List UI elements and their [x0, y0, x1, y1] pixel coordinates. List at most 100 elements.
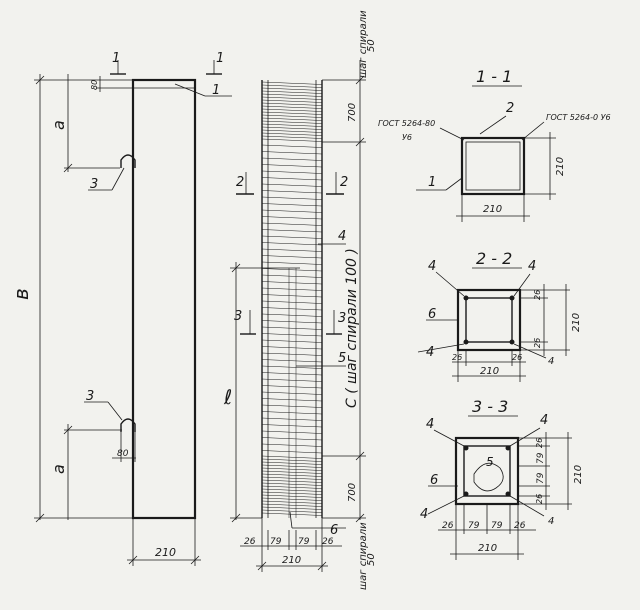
spiral-turn-bottom-8: [261, 479, 323, 483]
section-2-dim-26-bl: 26: [452, 353, 462, 362]
spiral-turn-bottom-2: [261, 461, 323, 465]
spiral-turn-bottom-19: [261, 512, 323, 516]
spiral-turn-bottom-3: [261, 464, 323, 468]
spiral-turn-middle-22: [261, 287, 323, 291]
section-3-dim-right-26a: 26: [535, 438, 544, 448]
spiral-turn-middle-19: [261, 268, 323, 272]
item-4-label: 4: [338, 229, 346, 244]
spiral-turn-bottom-17: [261, 506, 323, 510]
section-2-item-4-tr: 4: [528, 259, 536, 274]
column-elevation: в а 80 1 1 1 3 3 а: [9, 51, 232, 566]
top-a-label: а: [49, 120, 68, 130]
spiral-turn-bottom-16: [261, 503, 323, 507]
section-2-item-4-bl: 4: [426, 345, 434, 360]
spiral-turn-middle-42: [261, 417, 323, 421]
spiral-turn-middle-6: [261, 183, 323, 187]
spiral-turn-middle-18: [261, 261, 323, 265]
section-1-1: 1 - 1 ГОСТ 5264-80 У6 ГОСТ 5264-0 У6 2 1…: [378, 67, 611, 222]
bottom-dim-79b: 79: [298, 537, 310, 547]
spiral-turn-top-14: [261, 123, 323, 127]
spiral-turn-middle-15: [261, 242, 323, 246]
spiral-turn-middle-0: [261, 144, 323, 148]
section-1-title: 1 - 1: [476, 67, 512, 86]
spiral-turn-bottom-13: [261, 494, 323, 498]
cut-3-left-label: 3: [234, 309, 242, 324]
spiral-turn-top-8: [261, 105, 323, 109]
section-3-dim-bottom-79b: 79: [491, 521, 503, 531]
spiral-turn-middle-4: [261, 170, 323, 174]
spiral-turn-bottom-4: [261, 467, 323, 471]
lifting-loop-top: [120, 154, 136, 168]
length-l-label: ℓ: [223, 385, 232, 409]
spiral-turn-middle-46: [261, 443, 323, 447]
item-1-label: 1: [212, 83, 220, 98]
section-1-item-1: 1: [428, 175, 436, 190]
spiral-turn-middle-25: [261, 307, 323, 311]
spiral-turn-middle-34: [261, 365, 323, 369]
bottom-dim-79a: 79: [270, 537, 282, 547]
spiral-turn-bottom-0: [261, 455, 323, 459]
dim-700-bottom: 700: [347, 483, 358, 502]
section-3-spiral-bar: [473, 462, 504, 492]
section-1-item-2: 2: [506, 101, 514, 116]
spiral-turn-middle-13: [261, 229, 323, 233]
spiral-turn-middle-27: [261, 320, 323, 324]
spiral-turn-middle-2: [261, 157, 323, 161]
spiral-turn-middle-43: [261, 424, 323, 428]
spiral-turn-bottom-5: [261, 470, 323, 474]
spiral-turn-middle-14: [261, 235, 323, 239]
section-1-gost-left-sub: У6: [402, 133, 412, 142]
spiral-turn-top-11: [261, 114, 323, 118]
spiral-turn-middle-40: [261, 404, 323, 408]
bottom-80-label: 80: [117, 449, 129, 459]
item-3-top-label: 3: [90, 177, 98, 192]
spiral-turn-top-13: [261, 120, 323, 124]
section-3-item-4-bl: 4: [420, 507, 428, 522]
spiral-turn-bottom-18: [261, 509, 323, 513]
pitch-bottom-label: шаг спирали: [358, 522, 369, 590]
spiral-turn-middle-36: [261, 378, 323, 382]
total-height-label: в: [9, 288, 33, 300]
pitch-top-value: 50: [366, 39, 377, 52]
spiral-turn-top-2: [261, 87, 323, 91]
section-2-item-6: 6: [428, 307, 436, 322]
top-80-label: 80: [90, 80, 99, 90]
spiral-turn-bottom-6: [261, 473, 323, 477]
spiral-turn-middle-3: [261, 164, 323, 168]
spiral-turn-middle-20: [261, 274, 323, 278]
section-3-dim-right-79a: 79: [536, 452, 546, 464]
item-6-label: 6: [330, 523, 338, 538]
cut-1-right-label: 1: [216, 51, 224, 66]
section-3-dim-bottom-26a: 26: [442, 521, 454, 531]
spiral-turn-middle-23: [261, 294, 323, 298]
bottom-dim-26b: 26: [322, 537, 334, 547]
section-3-dim-bottom-26b: 26: [514, 521, 526, 531]
spiral-turn-middle-5: [261, 177, 323, 181]
spiral-turn-bottom-1: [261, 458, 323, 462]
spiral-turn-middle-39: [261, 398, 323, 402]
spiral-turn-bottom-14: [261, 497, 323, 501]
spiral-turn-top-15: [261, 126, 323, 130]
spiral-turn-middle-9: [261, 203, 323, 207]
spiral-turn-top-6: [261, 99, 323, 103]
spiral-turn-middle-30: [261, 339, 323, 343]
spiral-turn-middle-26: [261, 313, 323, 317]
spiral-turn-middle-24: [261, 300, 323, 304]
spiral-turn-bottom-7: [261, 476, 323, 480]
section-3-dim-bottom-total: 210: [478, 543, 497, 554]
section-3-dim-right-26b: 26: [535, 494, 544, 504]
spiral-turn-middle-1: [261, 151, 323, 155]
spiral-turn-top-4: [261, 93, 323, 97]
spiral-turn-bottom-15: [261, 500, 323, 504]
spiral-turn-middle-7: [261, 190, 323, 194]
spiral-turn-middle-21: [261, 281, 323, 285]
spiral-turn-middle-28: [261, 326, 323, 330]
spiral-turn-middle-35: [261, 372, 323, 376]
spiral-turn-top-18: [261, 135, 323, 139]
bottom-dim-26a: 26: [244, 537, 256, 547]
section-1-dim-right: 210: [555, 157, 566, 176]
section-2-dim-26-br: 26: [512, 353, 522, 362]
pitch-top-label: шаг спирали: [358, 10, 369, 78]
spiral-turn-top-1: [261, 84, 323, 88]
section-2-item-4-br: 4: [548, 356, 554, 367]
